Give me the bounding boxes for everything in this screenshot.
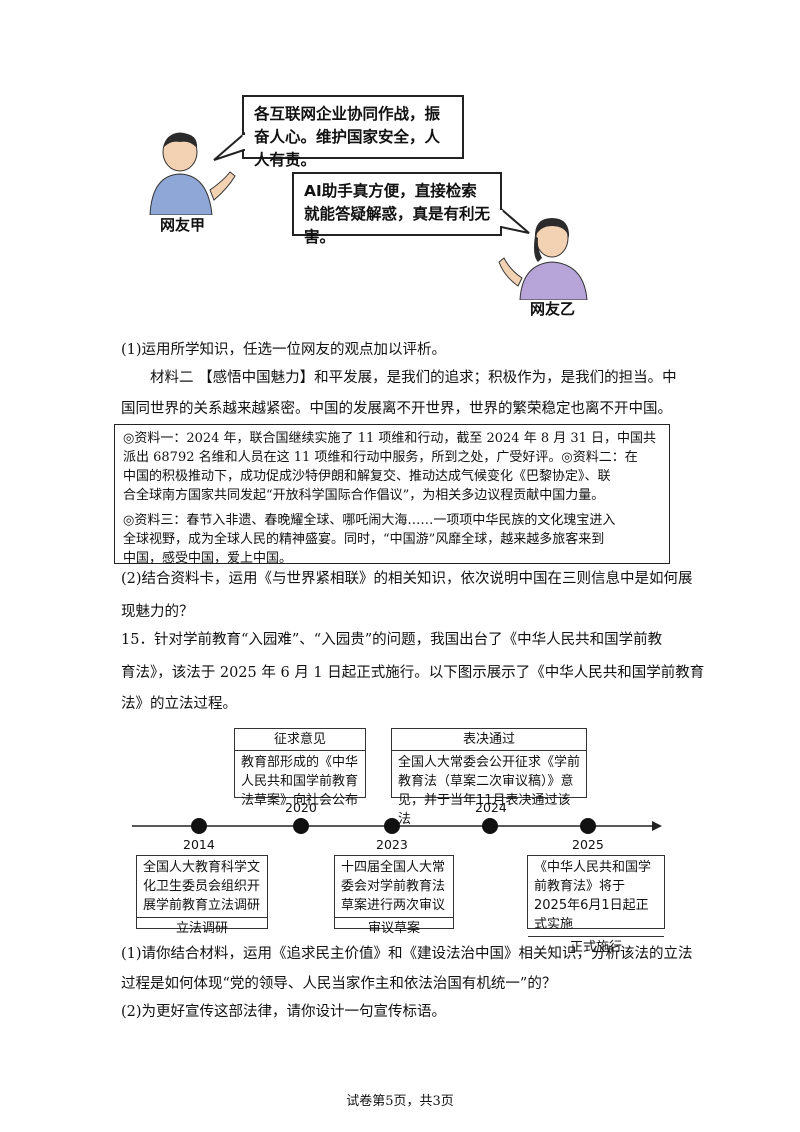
material-2-line-1: 材料二 【感悟中国魅力】和平发展，是我们的追求；积极作为，是我们的担当。中: [150, 370, 677, 386]
question-15-line-2: 育法》，该法于 2025 年 6 月 1 日起正式施行。以下图示展示了《中华人民…: [121, 665, 705, 681]
friend-b-figure: [498, 218, 588, 300]
resource-3-line-2: 全球视野，成为全球人民的精神盛宴。同时，“中国游”风靡全球，越来越多旅客来到: [123, 532, 605, 547]
timeline-dot-2020: [293, 818, 309, 834]
friend-a-figure: [132, 130, 242, 215]
resource-3-line-3: 中国，感受中国，爱上中国。: [123, 551, 293, 566]
resource-card: ◎资料一：2024 年，联合国继续实施了 11 项维和行动，截至 2024 年 …: [114, 424, 670, 566]
timeline-dot-2023: [384, 818, 400, 834]
timeline-box-vote: 表决通过 全国人大常委会公开征求《学前教育法（草案二次审议稿）》意见，并于当年1…: [391, 728, 587, 827]
resource-3-line-1: ◎资料三：春节入非遗、春晚耀全球、哪吒闹大海……一项项中华民族的文化瑰宝进入: [123, 513, 616, 528]
timeline-box-consultation-body: 教育部形成的《中华人民共和国学前教育法草案》向社会公布: [241, 755, 359, 808]
timeline-dot-2024: [482, 818, 498, 834]
friend-a-speech-bubble: 各互联网企业协同作战，振奋人心。维护国家安全，人人有责。: [242, 95, 464, 169]
resource-1-line-2: 派出 68792 名维和人员在这 11 项维和行动中服务，所到之处，广受好评。◎…: [123, 450, 638, 465]
friend-b-label: 网友乙: [530, 300, 576, 318]
friend-b-speech: AI助手真方便，直接检索就能答疑解惑，真是有利无害。: [304, 182, 491, 246]
year-2025: 2025: [572, 837, 604, 852]
timeline-box-vote-head: 表决通过: [392, 729, 586, 751]
resource-2-line-1: 中国的积极推动下，成功促成沙特伊朗和解复交、推动达成气候变化《巴黎协定》、联: [123, 469, 611, 484]
timeline-box-research-foot: 立法调研: [137, 917, 267, 939]
timeline-box-review-body: 十四届全国人大常委会对学前教育法草案进行两次审议: [341, 860, 446, 913]
timeline-box-consultation: 征求意见 教育部形成的《中华人民共和国学前教育法草案》向社会公布: [234, 728, 366, 808]
friend-a-label: 网友甲: [160, 216, 206, 234]
year-2023: 2023: [376, 837, 408, 852]
timeline-box-effect: 《中华人民共和国学前教育法》将于2025年6月1日起正式实施 正式施行: [527, 855, 665, 955]
friend-a-speech: 各互联网企业协同作战，振奋人心。维护国家安全，人人有责。: [254, 105, 441, 169]
year-2020: 2020: [285, 800, 317, 815]
material-2-line-2: 国同世界的关系越来越紧密。中国的发展离不开世界，世界的繁荣稳定也离不开中国。: [121, 401, 672, 417]
page-footer: 试卷第5页，共3页: [346, 1094, 454, 1109]
timeline-box-effect-foot: 正式施行: [528, 936, 664, 958]
friend-b-speech-bubble: AI助手真方便，直接检索就能答疑解惑，真是有利无害。: [292, 172, 502, 246]
timeline-box-effect-body: 《中华人民共和国学前教育法》将于2025年6月1日起正式实施: [534, 860, 652, 932]
question-15-2: (2)为更好宣传这部法律，请你设计一句宣传标语。: [121, 1004, 447, 1020]
timeline-dot-2014: [191, 818, 207, 834]
year-2014: 2014: [183, 837, 215, 852]
friend-a-bubble-tail: [213, 132, 246, 161]
question-2-line-1: (2)结合资料卡，运用《与世界紧相联》的相关知识，依次说明中国在三则信息中是如何…: [121, 571, 693, 587]
question-1: (1)运用所学知识，任选一位网友的观点加以评析。: [121, 342, 447, 358]
question-2-line-2: 现魅力的？: [121, 604, 194, 620]
friend-b-bubble-tail: [499, 207, 530, 234]
question-15-1-line-1: (1)请你结合材料，运用《追求民主价值》和《建设法治中国》相关知识，分析该法的立…: [121, 946, 693, 962]
resource-2-line-2: 合全球南方国家共同发起“开放科学国际合作倡议”，为相关多边议程贡献中国力量。: [123, 488, 605, 503]
timeline-box-consultation-head: 征求意见: [235, 729, 365, 751]
question-15-line-3: 法》的立法过程。: [121, 696, 237, 712]
question-15-line-1: 15．针对学前教育“入园难”、“入园贵”的问题，我国出台了《中华人民共和国学前教: [121, 632, 663, 648]
timeline-dot-2025: [580, 818, 596, 834]
timeline-box-research-body: 全国人大教育科学文化卫生委员会组织开展学前教育立法调研: [143, 860, 261, 913]
timeline-box-review-foot: 审议草案: [335, 917, 453, 939]
resource-1-line-1: ◎资料一：2024 年，联合国继续实施了 11 项维和行动，截至 2024 年 …: [123, 431, 657, 446]
timeline-box-research: 全国人大教育科学文化卫生委员会组织开展学前教育立法调研 立法调研: [136, 855, 268, 936]
year-2024: 2024: [475, 800, 507, 815]
timeline-box-review: 十四届全国人大常委会对学前教育法草案进行两次审议 审议草案: [334, 855, 454, 936]
question-15-1-line-2: 过程是如何体现“党的领导、人民当家作主和依法治国有机统一”的？: [121, 976, 557, 992]
timeline-box-vote-body: 全国人大常委会公开征求《学前教育法（草案二次审议稿）》意见，并于当年11月表决通…: [398, 755, 581, 827]
